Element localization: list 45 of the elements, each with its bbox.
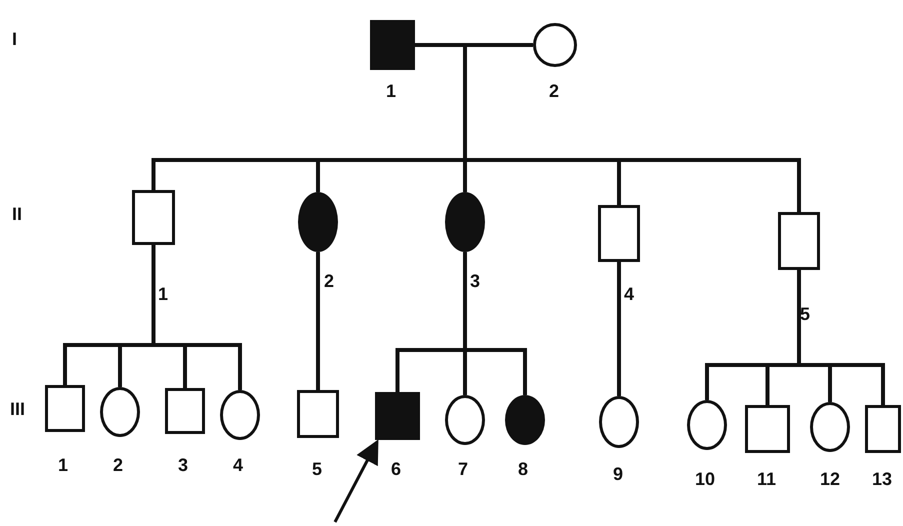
- unaffected-male-square: [132, 190, 175, 245]
- individual-number: 3: [470, 272, 480, 290]
- individual-number: 5: [312, 460, 322, 478]
- generation-label: III: [10, 400, 26, 418]
- individual-number: 2: [549, 82, 560, 100]
- pedigree-line: [316, 252, 320, 390]
- unaffected-female-circle: [445, 395, 485, 445]
- affected-male-square: [370, 20, 415, 70]
- unaffected-female-circle: [220, 390, 260, 440]
- individual-number: 2: [113, 456, 124, 474]
- unaffected-female-circle: [687, 400, 727, 450]
- individual-number: 11: [757, 470, 776, 488]
- unaffected-male-square: [45, 385, 85, 432]
- individual-number: 2: [324, 272, 334, 290]
- generation-label: I: [12, 30, 18, 48]
- individual-number: 1: [58, 456, 68, 474]
- individual-number: 10: [695, 470, 716, 488]
- proband-arrow: [334, 439, 378, 523]
- individual-number: 4: [233, 456, 244, 474]
- unaffected-female-circle: [599, 396, 639, 448]
- pedigree-line: [152, 245, 242, 390]
- unaffected-male-square: [865, 405, 901, 453]
- individual-number: 8: [518, 460, 528, 478]
- unaffected-male-square: [297, 390, 339, 438]
- individual-number: 3: [178, 456, 188, 474]
- affected-male-square: [375, 392, 420, 440]
- unaffected-male-square: [165, 388, 205, 434]
- individual-number: 12: [820, 470, 840, 488]
- unaffected-male-square: [598, 205, 640, 262]
- unaffected-female-circle: [533, 23, 577, 67]
- individual-number: 6: [391, 460, 402, 478]
- pedigree-line: [617, 262, 621, 396]
- affected-female-circle: [505, 395, 545, 445]
- individual-number: 1: [386, 82, 396, 100]
- individual-number: 1: [158, 285, 168, 303]
- unaffected-female-circle: [100, 387, 140, 437]
- individual-number: 13: [872, 470, 892, 488]
- unaffected-male-square: [778, 212, 820, 270]
- individual-number: 7: [458, 460, 468, 478]
- individual-number: 9: [613, 465, 624, 483]
- generation-label: II: [12, 205, 22, 223]
- individual-number: 5: [800, 305, 810, 323]
- unaffected-female-circle: [810, 402, 850, 452]
- unaffected-male-square: [745, 405, 790, 453]
- individual-number: 4: [624, 285, 634, 303]
